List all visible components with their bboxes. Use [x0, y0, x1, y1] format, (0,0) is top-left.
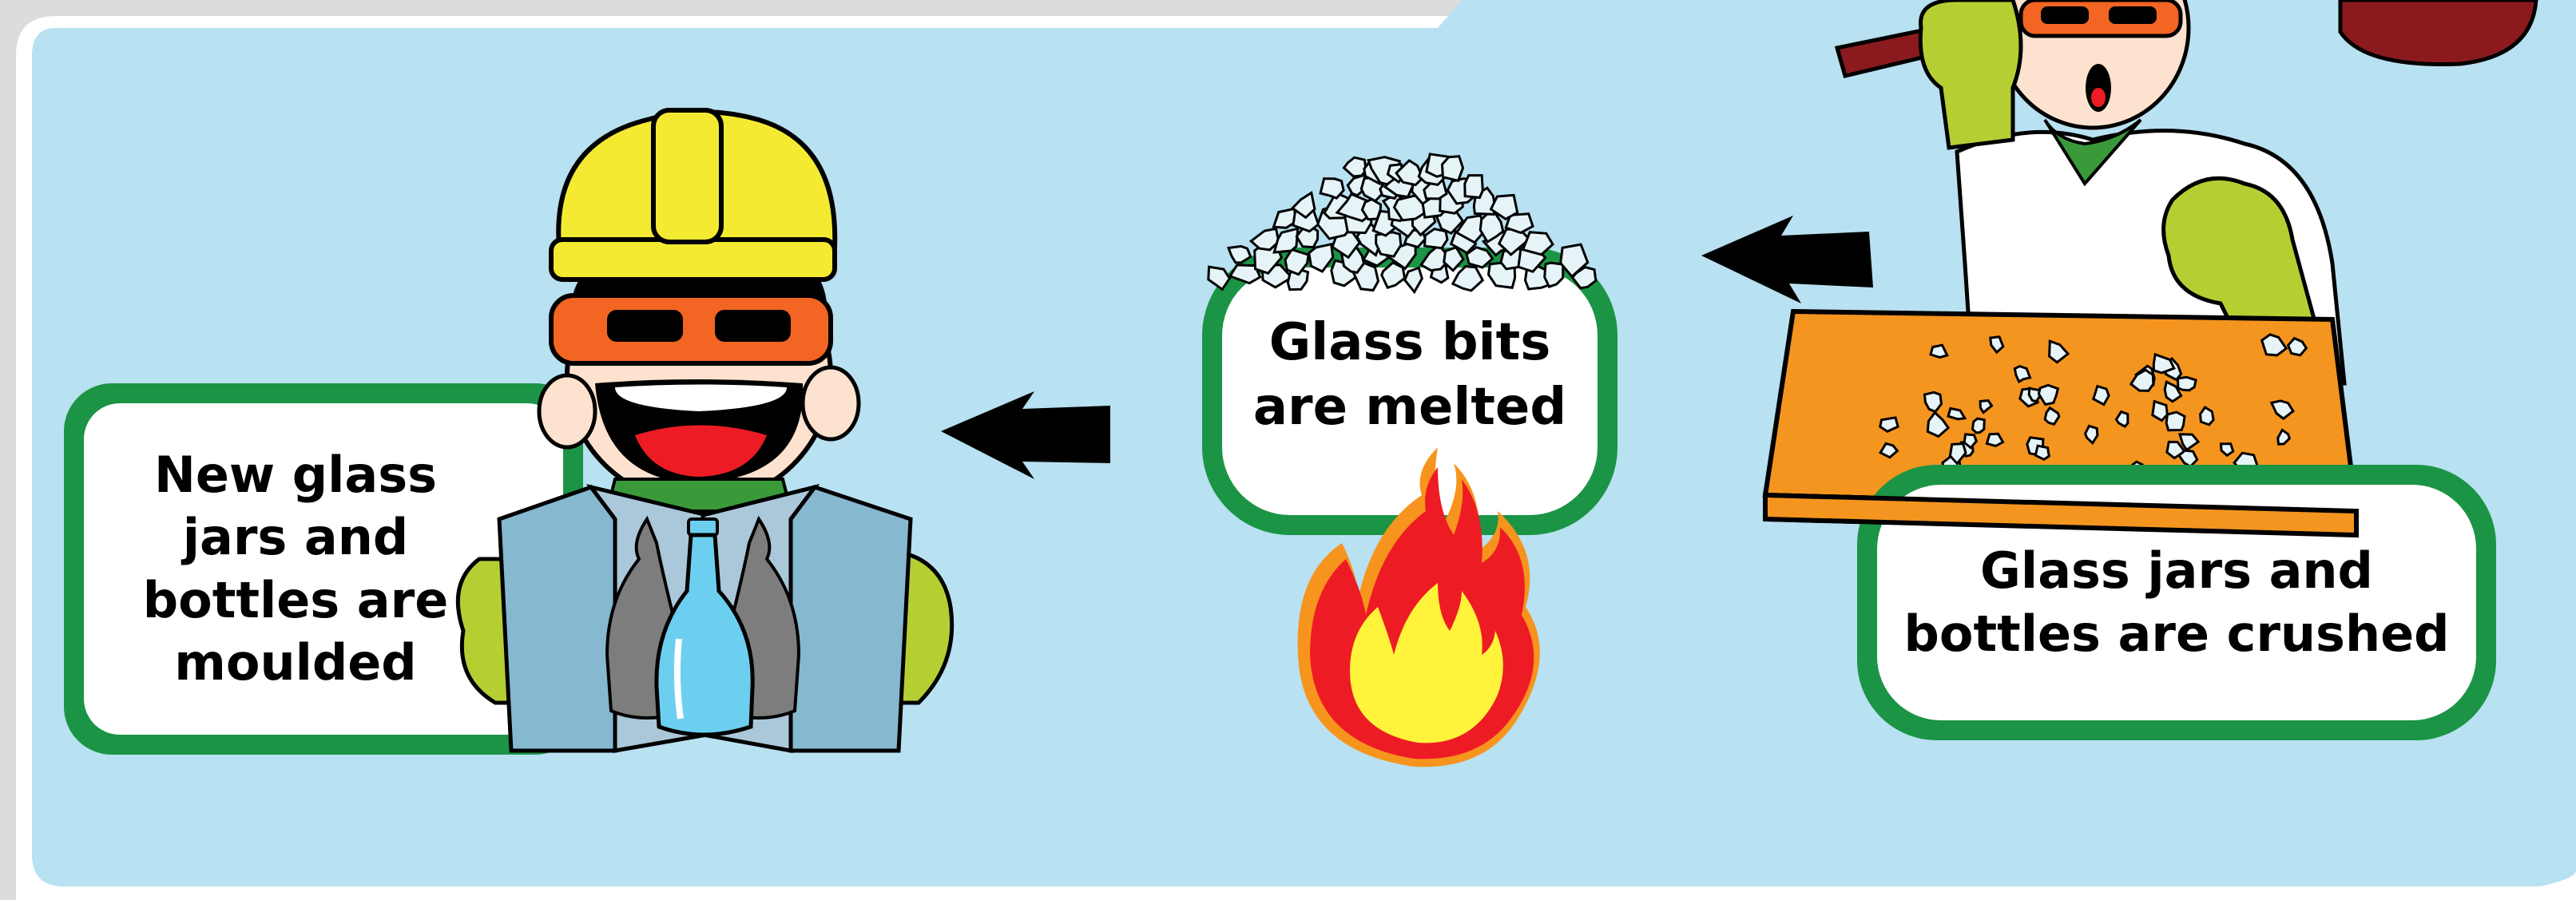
glass-shard: [1320, 179, 1344, 199]
crushed-text: Glass jars and bottles are crushed: [1903, 540, 2449, 664]
melted-text: Glass bits are melted: [1253, 311, 1566, 439]
step-crushed-label: Glass jars and bottles are crushed: [1885, 489, 2468, 716]
glass-shard: [1987, 434, 2002, 446]
glass-shard: [2201, 407, 2214, 425]
moulded-text: New glass jars and bottles are moulded: [143, 444, 449, 693]
glass-shard: [1973, 418, 1985, 433]
glass-shard: [2153, 402, 2168, 421]
step-moulded-label: New glass jars and bottles are moulded: [88, 411, 503, 727]
step-melted-label: Glass bits are melted: [1226, 295, 1594, 455]
glass-shard: [1376, 232, 1401, 256]
glass-shard: [1443, 157, 1463, 181]
glass-shard: [2178, 377, 2197, 391]
glass-shard: [2035, 446, 2049, 459]
glass-shard: [2166, 412, 2185, 430]
mould-icon: [499, 487, 911, 751]
glass-shard: [1362, 200, 1380, 220]
glass-shard: [1465, 176, 1483, 198]
